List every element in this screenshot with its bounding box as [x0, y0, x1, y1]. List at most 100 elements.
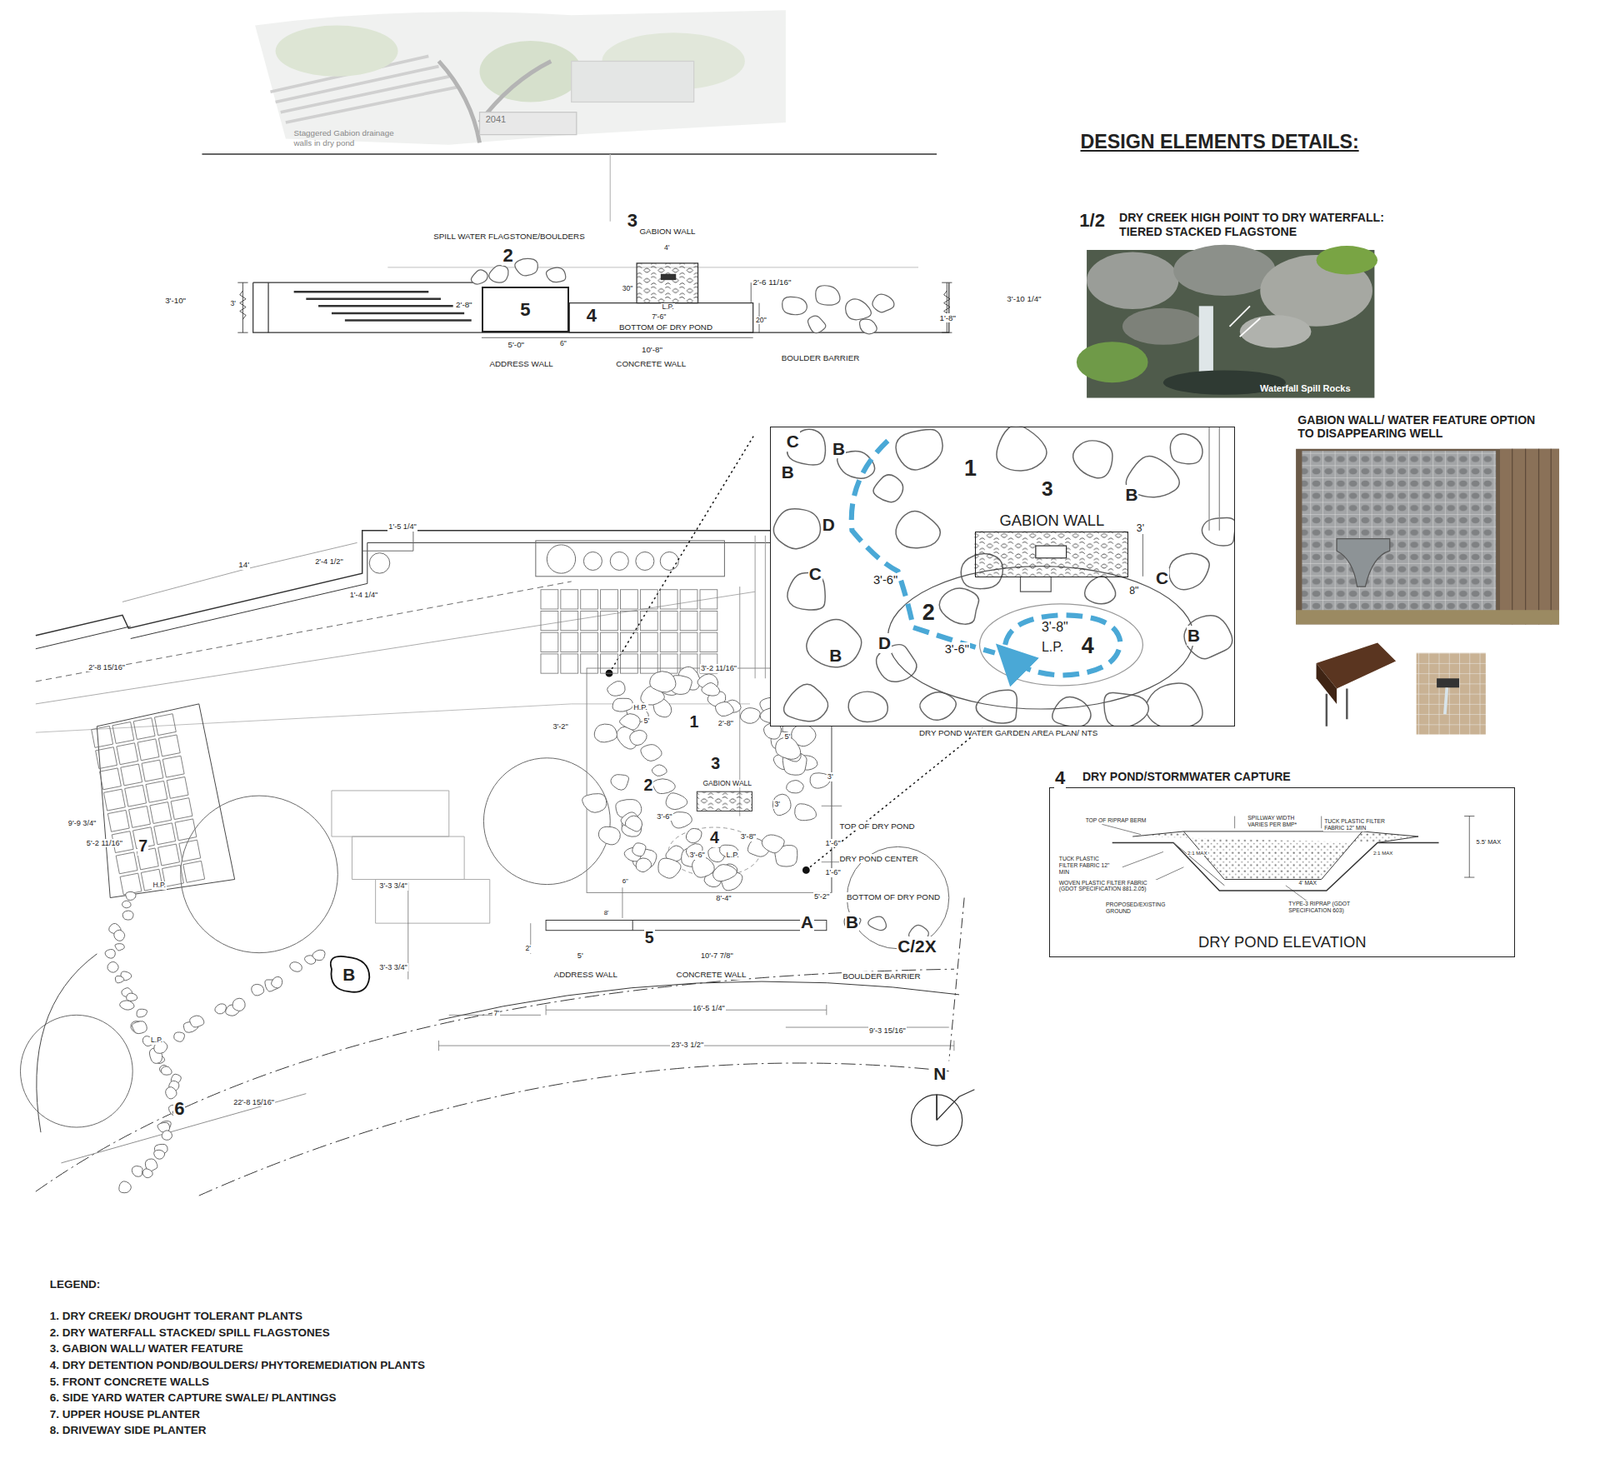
boulder [650, 671, 676, 693]
boulder [651, 765, 667, 777]
section-view-part [294, 291, 472, 320]
boulder [795, 804, 817, 821]
site-plan-part [535, 540, 725, 577]
boulder [692, 856, 715, 878]
boulder [632, 843, 646, 857]
section-view-part [941, 282, 952, 333]
section-view-part [636, 263, 698, 304]
section-view-part [660, 274, 675, 280]
inset-ground [770, 426, 1235, 727]
callout-number: N [932, 1064, 947, 1085]
boulder [190, 1015, 205, 1028]
node-label: GABION WALL [999, 511, 1105, 530]
plan-label: WOVEN PLASTIC FILTER FABRIC (GDOT SPECIF… [1058, 880, 1162, 893]
plan-label: 2'-8 15/16" [87, 663, 126, 673]
site-plan-part [369, 553, 390, 574]
paver [660, 632, 678, 652]
site-plan-part [96, 704, 235, 899]
boulder [872, 294, 895, 313]
boulder [594, 724, 617, 743]
boulder [612, 698, 633, 712]
plan-label: SPILL WATER FLAGSTONE/BOULDERS [432, 231, 586, 241]
elevation-frame: DRY POND ELEVATION [1049, 787, 1516, 957]
plan-label: TUCK PLASTIC FILTER FABRIC 12" MIN [1323, 818, 1389, 831]
gabion-photo [1295, 449, 1560, 625]
plan-label: ADDRESS WALL [553, 970, 619, 980]
plan-label: 20" [755, 316, 768, 325]
legend-entry: 6. SIDE YARD WATER CAPTURE SWALE/ PLANTI… [49, 1391, 338, 1405]
plan-label: 3'-8" [1040, 620, 1070, 635]
plan-label: 3'-6" [944, 642, 970, 657]
callout-number: 4 [1054, 767, 1066, 789]
callout-number: 3 [1040, 477, 1055, 501]
paver [580, 590, 599, 610]
boulder [895, 429, 943, 470]
boulder [1052, 697, 1091, 727]
boulder [782, 296, 808, 315]
site-plan-part [35, 591, 755, 705]
callout-number: B [341, 965, 356, 985]
callout-number: C [1155, 568, 1170, 589]
plan-label: BOULDER BARRIER [780, 353, 861, 363]
boulder [625, 815, 642, 832]
waterfall-photo [1076, 245, 1378, 399]
paver [129, 806, 151, 829]
site-plan-part [35, 581, 572, 682]
plan-label: SPILLWAY WIDTH VARIES PER BMP* [1246, 815, 1302, 828]
boulder [895, 510, 940, 548]
gabion-photo-part [1336, 539, 1390, 588]
boulder [784, 684, 829, 721]
boulder [815, 285, 840, 305]
boulder [996, 426, 1047, 471]
plan-label: 1'-5 1/4" [387, 522, 418, 532]
legend-entry: 1. DRY CREEK/ DROUGHT TOLERANT PLANTS [49, 1310, 304, 1323]
plan-label: H.P. [632, 703, 649, 713]
boulder [515, 258, 538, 275]
callout-number: B [828, 645, 843, 666]
plan-label: 1'-6" [824, 868, 841, 878]
waterfall-photo-part [1240, 315, 1312, 348]
site-plan-part [610, 551, 629, 570]
paver [150, 802, 172, 825]
paver [660, 654, 678, 674]
callout-number: 4 [709, 828, 720, 848]
paver [145, 780, 168, 803]
boulder [658, 858, 681, 879]
plan-label: ADDRESS WALL [489, 359, 555, 369]
paver [540, 632, 559, 652]
inset-boulders [773, 426, 1235, 727]
plan-label: L.P. [150, 1036, 164, 1045]
spout-icons-part [1326, 689, 1347, 727]
site-plan-part [586, 668, 832, 893]
paver [103, 789, 125, 811]
callout-number: 2 [921, 600, 936, 626]
plan-label: 3' [773, 800, 781, 810]
boulder [582, 794, 607, 814]
section-view-part [569, 303, 753, 334]
callout-number: C/2X [896, 936, 937, 957]
callout-number: B [831, 439, 846, 460]
paver [95, 747, 118, 770]
boulder [868, 916, 887, 930]
plan-label: 5' [576, 951, 585, 961]
plan-label: PROPOSED/EXISTING GROUND [1105, 901, 1168, 915]
plan-label: 2'-4 1/2" [314, 557, 345, 567]
paver [600, 610, 619, 630]
legend-entry: 8. DRIVEWAY SIDE PLANTER [49, 1424, 208, 1437]
plan-label: DRY POND CENTER [839, 854, 920, 864]
plan-label: 8'-4" [715, 894, 732, 904]
waterfall-photo-part [1122, 308, 1205, 345]
boulder [1145, 683, 1203, 727]
plan-label: GABION WALL [639, 226, 697, 236]
waterfall-photo-part [1230, 305, 1261, 337]
boulder [715, 702, 734, 717]
paver [580, 654, 599, 674]
callout-number: D [877, 633, 892, 654]
site-plan-part [545, 920, 827, 930]
sketch-baseline [201, 154, 937, 222]
paver [660, 590, 678, 610]
elevation-detail-part [1049, 787, 1516, 957]
plan-label: 2:1 MAX [1372, 850, 1394, 856]
callout-number: 2 [501, 245, 514, 266]
boulder [1169, 553, 1210, 590]
